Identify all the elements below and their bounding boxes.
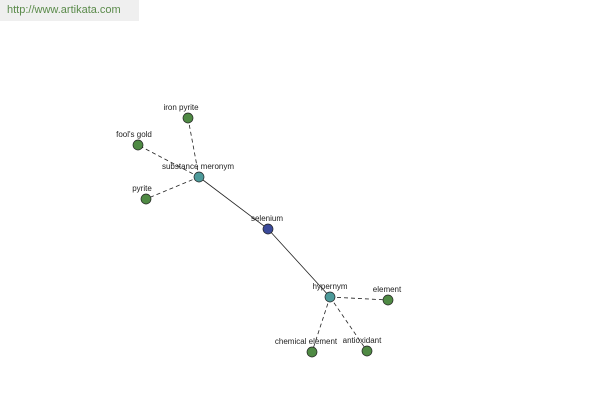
node-fools-gold[interactable]: [132, 139, 144, 151]
site-url-watermark: http://www.artikata.com: [0, 0, 139, 21]
label-element: element: [373, 285, 402, 294]
label-antioxidant: antioxidant: [343, 336, 382, 345]
node-selenium[interactable]: [262, 223, 274, 235]
label-fools-gold: fool's gold: [116, 130, 152, 139]
edge-substance-meronym-fools-gold: [137, 144, 200, 178]
node-iron-pyrite[interactable]: [182, 112, 194, 124]
label-iron-pyrite: iron pyrite: [163, 103, 199, 112]
edge-substance-meronym-pyrite: [145, 176, 200, 200]
label-chemical-element: chemical element: [275, 337, 338, 346]
edge-hypernym-antioxidant: [329, 296, 368, 352]
edge-selenium-hypernym: [267, 228, 331, 298]
node-hypernym[interactable]: [324, 291, 336, 303]
node-element[interactable]: [382, 294, 394, 306]
edge-hypernym-chemical-element: [311, 296, 331, 353]
node-chemical-element[interactable]: [306, 346, 318, 358]
label-substance-meronym: substance meronym: [162, 162, 234, 171]
edge-substance-meronym-iron-pyrite: [187, 117, 200, 178]
label-hypernym: hypernym: [312, 282, 347, 291]
node-pyrite[interactable]: [140, 193, 152, 205]
node-antioxidant[interactable]: [361, 345, 373, 357]
edge-selenium-substance-meronym: [198, 176, 269, 230]
label-pyrite: pyrite: [132, 184, 152, 193]
label-selenium: selenium: [251, 214, 283, 223]
node-substance-meronym[interactable]: [193, 171, 205, 183]
edge-hypernym-element: [329, 296, 389, 301]
